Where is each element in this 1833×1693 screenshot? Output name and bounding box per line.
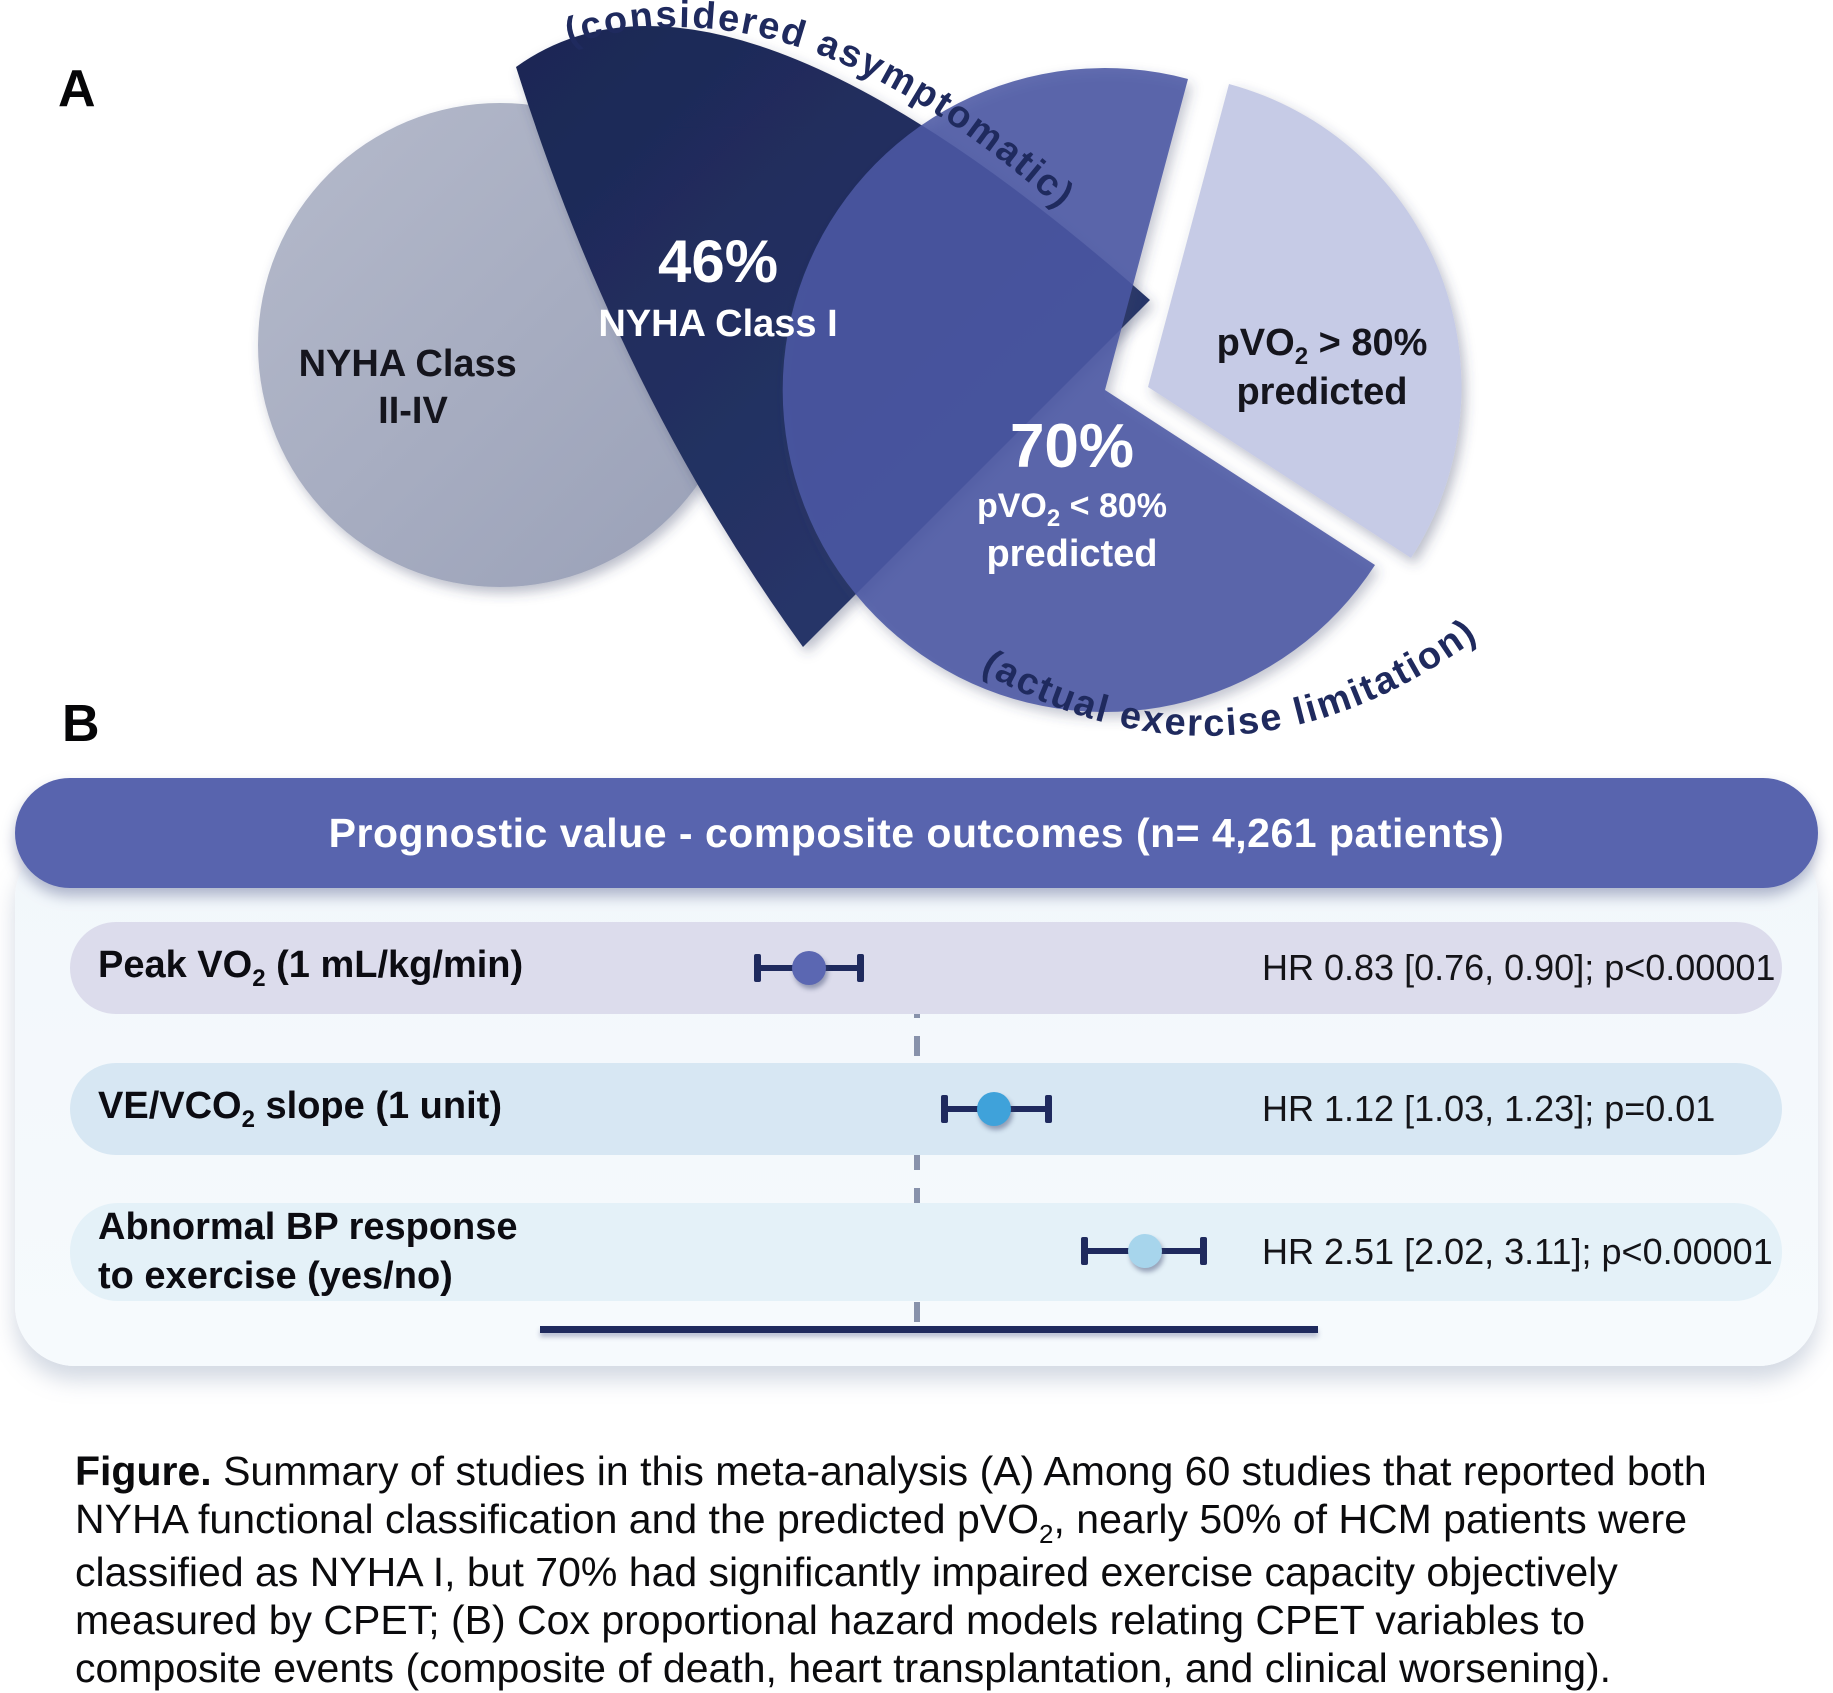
ci-cap-left [941, 1095, 948, 1123]
ci-cap-right [1200, 1237, 1207, 1265]
forest-row-ve-vco2-slope: VE/VCO2 slope (1 unit) [70, 1063, 1782, 1155]
hr-point-abnormal-bp [1128, 1234, 1162, 1268]
forest-row-label: VE/VCO2 slope (1 unit) [98, 1084, 502, 1133]
caption-subscript: 2 [1039, 1518, 1054, 1549]
forest-row-label: Abnormal BP response to exercise (yes/no… [98, 1206, 518, 1298]
panel-a-label: A [58, 60, 96, 118]
forest-plot-title: Prognostic value - composite outcomes (n… [328, 809, 1505, 856]
ci-cap-right [857, 954, 864, 982]
pvo2-over-80-predicted: predicted [1236, 371, 1407, 413]
hr-value-peak-vo2: HR 0.83 [0.76, 0.90]; p<0.00001 [1262, 947, 1776, 988]
pvo2-over-80-slice [1148, 84, 1462, 558]
ci-cap-right [1045, 1095, 1052, 1123]
pvo2-under-80-pct: 70% [1010, 412, 1134, 481]
pvo2-under-80-range: pVO2 < 80% [977, 487, 1167, 532]
forest-row-label: Peak VO2 (1 mL/kg/min) [98, 943, 524, 992]
caption-text-1: Summary of studies in this meta-analysis… [75, 1448, 1707, 1542]
nyha-class-i-label: NYHA Class I [598, 303, 837, 345]
hr-point-peak-vo2 [792, 951, 826, 985]
figure-caption: Figure. Summary of studies in this meta-… [75, 1448, 1781, 1693]
panel-b-label: B [62, 695, 100, 753]
hr-axis-line [540, 1326, 1318, 1333]
forest-plot-header: Prognostic value - composite outcomes (n… [15, 778, 1818, 888]
forest-row-peak-vo2: Peak VO2 (1 mL/kg/min) [70, 922, 1782, 1014]
panel-a-venn-diagram: A (considered asymptomatic) (actual exer… [58, 0, 1482, 745]
hr-value-abnormal-bp: HR 2.51 [2.02, 3.11]; p<0.00001 [1262, 1231, 1773, 1272]
nyha-class-i-pct: 46% [658, 228, 778, 295]
ci-cap-left [1081, 1237, 1088, 1265]
hr-point-ve-vco2 [977, 1092, 1011, 1126]
forest-row-abnormal-bp: Abnormal BP response to exercise (yes/no… [70, 1203, 1782, 1301]
ci-cap-left [754, 954, 761, 982]
pvo2-over-80-range: pVO2 > 80% [1217, 322, 1428, 370]
hr-value-ve-vco2: HR 1.12 [1.03, 1.23]; p=0.01 [1262, 1088, 1716, 1129]
caption-figure-label: Figure. [75, 1448, 212, 1494]
pvo2-under-80-slice [782, 68, 1375, 713]
caption-text-2: , nearly 50% of HCM patients were classi… [75, 1495, 1688, 1692]
nyha-class-ii-iv-label: NYHA Class II-IV [299, 343, 528, 432]
pvo2-under-80-predicted: predicted [986, 533, 1157, 575]
